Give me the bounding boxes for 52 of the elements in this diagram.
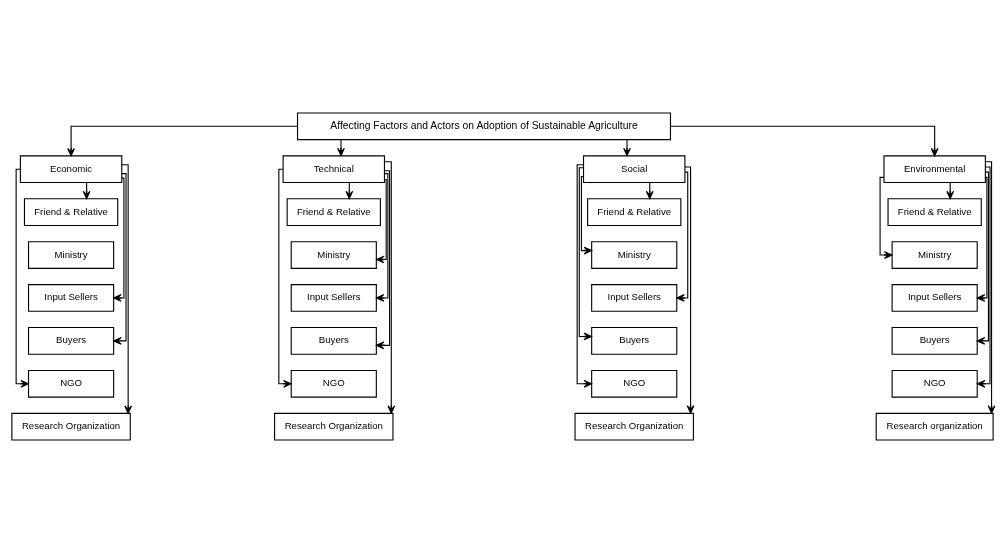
node-box: Friend & Relative — [286, 197, 381, 226]
node-box: Ministry — [591, 240, 678, 269]
node-box: NGO — [591, 369, 678, 398]
node-box: Input Sellers — [591, 283, 678, 312]
node-box: Research organization — [875, 412, 994, 441]
arrow — [337, 138, 345, 156]
node-box: Buyers — [591, 326, 678, 355]
node-box: Research Organization — [274, 412, 394, 441]
arrow — [376, 178, 387, 263]
arrow — [684, 165, 695, 414]
arrow — [278, 168, 292, 388]
arrow — [121, 163, 133, 414]
arrow — [623, 138, 631, 156]
arrow — [670, 125, 939, 156]
arrow — [879, 176, 893, 259]
arrow — [576, 163, 593, 388]
arrow — [113, 172, 127, 345]
arrow — [984, 160, 996, 414]
node-box: Ministry — [891, 240, 978, 269]
node-box: Friend & Relative — [23, 197, 119, 226]
arrow — [384, 160, 396, 414]
node-box: Buyers — [290, 326, 377, 355]
node-box: Social — [582, 154, 686, 183]
arrow — [676, 171, 689, 302]
node-box: NGO — [891, 369, 978, 398]
node-box: Buyers — [891, 326, 978, 355]
arrow — [375, 172, 389, 302]
arrow — [15, 168, 29, 388]
arrow — [375, 169, 391, 349]
arrow — [976, 176, 988, 302]
node-box: Affecting Factors and Actors on Adoption of Sustainable Agriculture — [296, 111, 672, 140]
node-box: Friend & Relative — [587, 197, 682, 226]
node-box: Friend & Relative — [887, 197, 982, 226]
node-box: Technical — [282, 154, 386, 183]
node-box: Ministry — [290, 240, 377, 269]
node-box: Input Sellers — [891, 283, 978, 312]
node-box: Input Sellers — [27, 283, 115, 312]
arrow — [976, 171, 989, 345]
arrow — [67, 125, 299, 156]
arrow — [976, 165, 991, 388]
node-box: Buyers — [27, 326, 115, 355]
node-box: Research Organization — [11, 412, 131, 441]
node-box: NGO — [290, 369, 377, 398]
node-box: Ministry — [27, 240, 115, 269]
arrow — [580, 175, 593, 254]
arrow — [578, 166, 593, 340]
node-box: Environmental — [883, 154, 986, 183]
arrow — [113, 177, 125, 302]
node-box: Economic — [19, 154, 123, 183]
node-box: Research Organization — [574, 412, 694, 441]
node-box: NGO — [27, 369, 115, 398]
node-box: Input Sellers — [290, 283, 377, 312]
